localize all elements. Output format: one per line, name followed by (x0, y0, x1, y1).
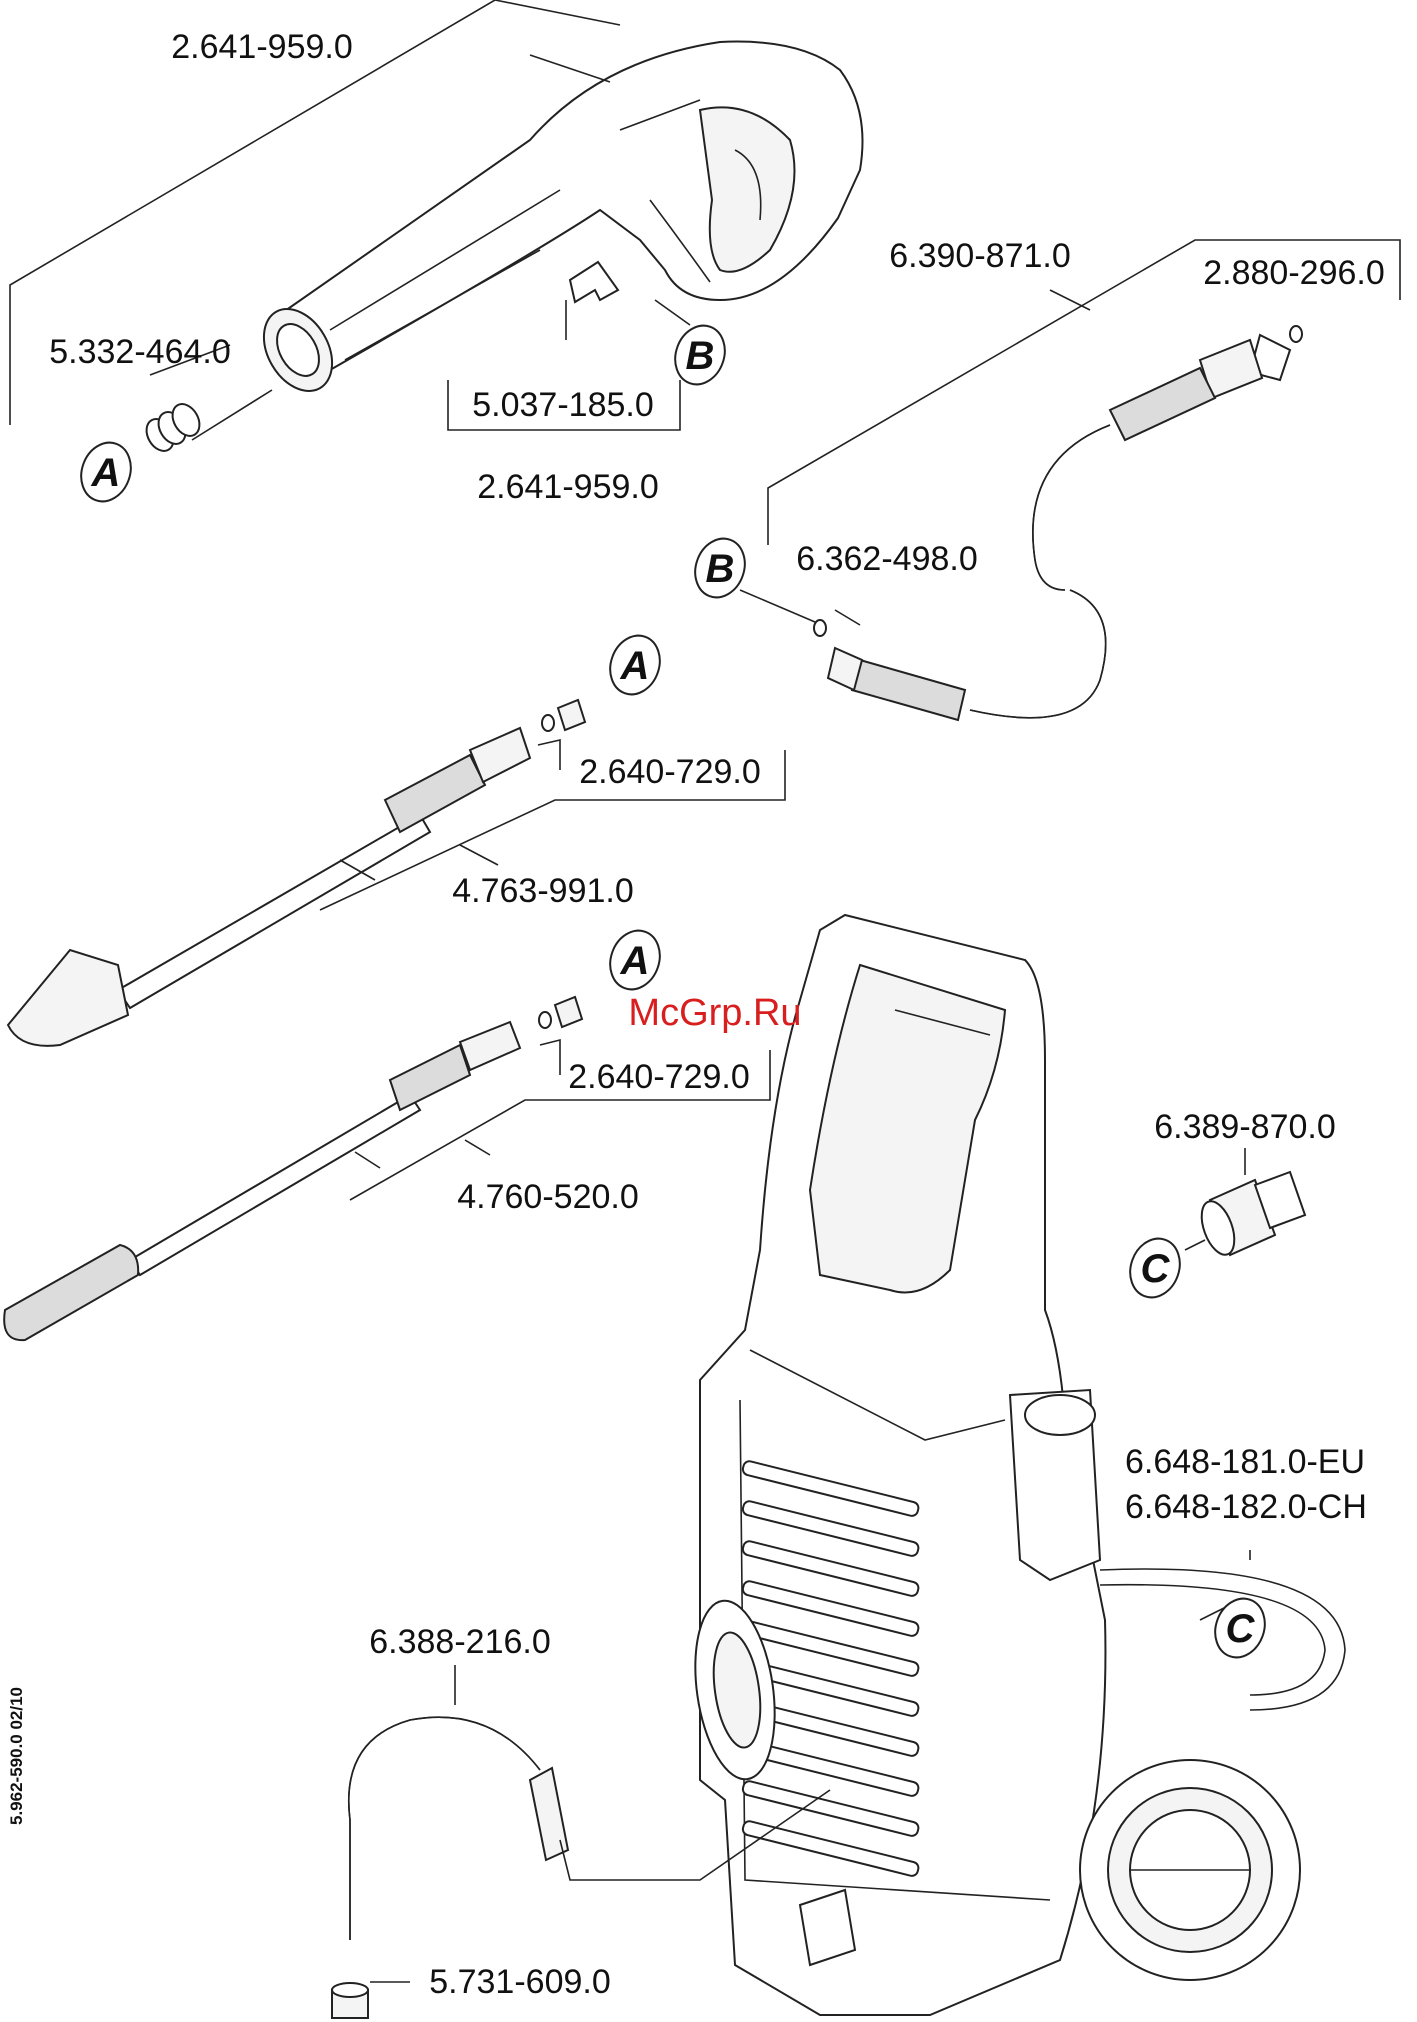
label-nozzle-adapter-2: 2.640-729.0 (568, 1058, 750, 1096)
label-water-coupling: 6.389-870.0 (1154, 1108, 1336, 1146)
label-hose-o-ring: 2.880-296.0 (1203, 254, 1385, 292)
lance-2 (4, 997, 582, 1340)
spray-gun (250, 42, 862, 404)
callout-a-label: A (620, 644, 650, 688)
callout-c-body: C (1207, 1592, 1273, 1665)
high-pressure-hose (814, 326, 1302, 720)
label-lance-2: 4.760-520.0 (457, 1178, 639, 1216)
label-hose-end: 6.362-498.0 (796, 540, 978, 578)
callout-a-lance-2: A (602, 924, 668, 997)
label-suction-hose: 6.388-216.0 (369, 1623, 551, 1661)
label-gun-clip: 5.037-185.0 (472, 386, 654, 424)
callout-c-coupling: C (1122, 1232, 1188, 1305)
gun-o-rings (141, 399, 205, 455)
callout-c-label: C (1141, 1247, 1171, 1291)
callout-a-label: A (91, 451, 121, 495)
gun-leader-lines (10, 0, 690, 440)
label-hose-eu: 6.648-181.0-EU (1125, 1443, 1365, 1481)
callout-a-label: A (620, 939, 650, 983)
document-code: 5.962-590.0 02/10 (7, 1687, 26, 1825)
callout-a-lance-1: A (602, 629, 668, 702)
callout-b-label: B (706, 547, 735, 591)
callout-b-hose: B (687, 532, 753, 605)
label-filter: 5.731-609.0 (429, 1963, 611, 2001)
water-coupling (1185, 1148, 1305, 1259)
callout-b-gun: B (667, 319, 733, 392)
watermark: McGrp.Ru (628, 992, 801, 1034)
label-gun-o-rings: 5.332-464.0 (49, 333, 231, 371)
label-hose: 6.390-871.0 (889, 237, 1071, 275)
label-lance-1: 4.763-991.0 (452, 872, 634, 910)
label-nozzle-adapter-1: 2.640-729.0 (579, 753, 761, 791)
callout-c-label: C (1226, 1607, 1256, 1651)
label-gun-kit: 2.641-959.0 (477, 468, 659, 506)
callout-a-gun: A (73, 436, 139, 509)
label-gun-top: 2.641-959.0 (171, 28, 353, 66)
label-hose-ch: 6.648-182.0-CH (1125, 1488, 1367, 1526)
callout-b-label: B (686, 334, 715, 378)
